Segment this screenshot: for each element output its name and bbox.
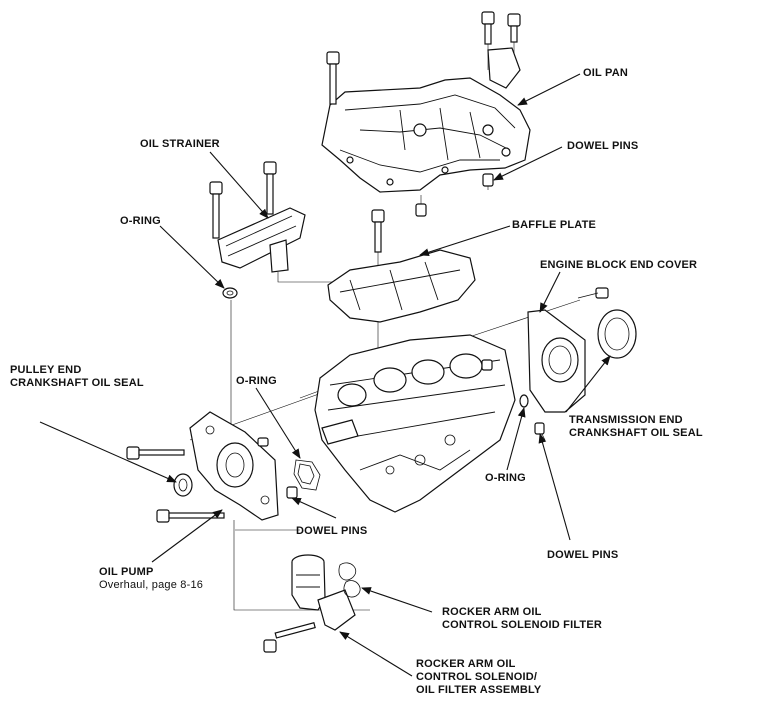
label-engine-block-end-cover: ENGINE BLOCK END COVER — [540, 259, 698, 271]
label-dowel-pins-right: DOWEL PINS — [547, 549, 619, 561]
oil-strainer — [209, 161, 306, 299]
label-solenoid-filter-line2: CONTROL SOLENOID FILTER — [442, 619, 603, 631]
label-transmission-end-seal-line2: CRANKSHAFT OIL SEAL — [569, 427, 703, 439]
label-o-ring-strainer: O-RING — [120, 215, 161, 227]
baffle-plate — [327, 209, 476, 323]
label-solenoid-assembly: ROCKER ARM OIL CONTROL SOLENOID/ OIL FIL… — [416, 658, 541, 697]
label-solenoid-assembly-line2: CONTROL SOLENOID/ — [416, 671, 538, 683]
label-o-ring-pump: O-RING — [236, 375, 277, 387]
label-o-ring-cover: O-RING — [485, 472, 526, 484]
label-oil-pan: OIL PAN — [583, 67, 628, 79]
label-pulley-end-seal-line1: PULLEY END — [10, 364, 82, 376]
label-oil-pump: OIL PUMP Overhaul, page 8-16 — [99, 566, 203, 592]
solenoid-filter-assembly — [263, 554, 361, 653]
label-solenoid-assembly-line3: OIL FILTER ASSEMBLY — [416, 684, 542, 696]
label-transmission-end-seal-line1: TRANSMISSION END — [569, 414, 683, 426]
label-solenoid-filter-line1: ROCKER ARM OIL — [442, 606, 542, 618]
label-oil-strainer: OIL STRAINER — [140, 138, 220, 150]
engine-block-end-cover — [481, 287, 609, 435]
label-baffle-plate: BAFFLE PLATE — [512, 219, 597, 231]
label-transmission-end-seal: TRANSMISSION END CRANKSHAFT OIL SEAL — [569, 414, 703, 440]
engine-block — [314, 334, 516, 513]
transmission-end-oil-seal — [597, 309, 637, 359]
label-oil-pump-title: OIL PUMP — [99, 566, 154, 578]
label-solenoid-assembly-line1: ROCKER ARM OIL — [416, 658, 516, 670]
label-pulley-end-seal: PULLEY END CRANKSHAFT OIL SEAL — [10, 364, 144, 390]
label-dowel-pins-middle: DOWEL PINS — [296, 525, 368, 537]
label-pulley-end-seal-line2: CRANKSHAFT OIL SEAL — [10, 377, 144, 389]
leader-arrows — [39, 73, 611, 677]
oil-pan — [321, 11, 531, 217]
link-oil-pump-overhaul[interactable]: Overhaul, page 8-16 — [99, 579, 204, 591]
label-solenoid-filter: ROCKER ARM OIL CONTROL SOLENOID FILTER — [442, 606, 602, 632]
label-dowel-pins-top: DOWEL PINS — [567, 140, 639, 152]
oil-pump — [126, 411, 298, 523]
oil-pump-o-ring — [293, 459, 321, 491]
